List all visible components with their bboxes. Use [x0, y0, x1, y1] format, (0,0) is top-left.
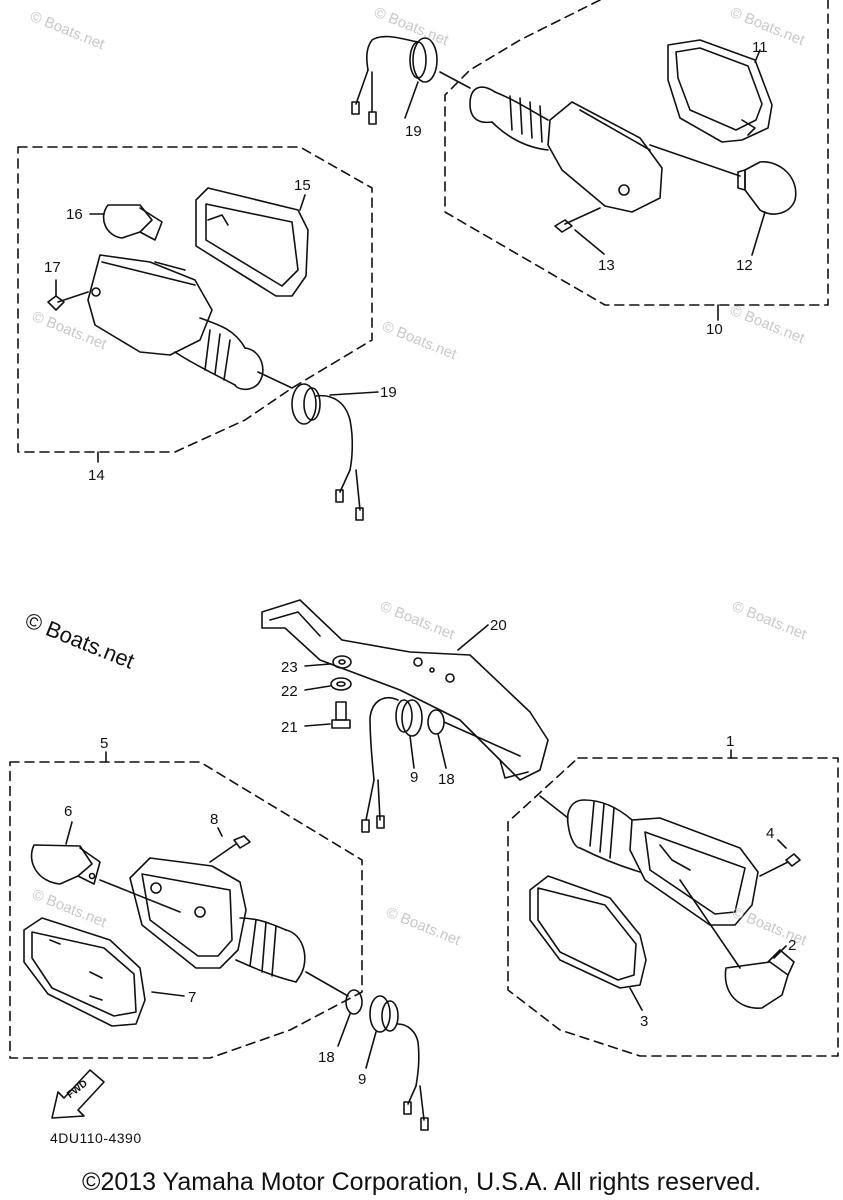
- callout-10: 10: [706, 321, 723, 338]
- callout-2: 2: [788, 937, 797, 954]
- leader-8: [217, 827, 223, 837]
- part-15-lens: [195, 187, 309, 297]
- copyright-notice: ©2013 Yamaha Motor Corporation, U.S.A. A…: [82, 1168, 761, 1196]
- part-18-nut-left: [345, 989, 363, 1015]
- part-13-screw: [554, 207, 601, 233]
- callout-7: 7: [188, 989, 197, 1006]
- callout-23: 23: [281, 659, 298, 676]
- part-12-bulb: [737, 161, 797, 215]
- callout-15: 15: [294, 177, 311, 194]
- leader-9-left: [365, 1031, 377, 1069]
- part-6-bulb: [30, 844, 101, 885]
- callout-20: 20: [490, 617, 507, 634]
- leader-21: [304, 723, 331, 727]
- callout-19-left: 19: [380, 384, 397, 401]
- callout-4: 4: [766, 825, 775, 842]
- leader-12: [751, 211, 766, 256]
- callout-18-left: 18: [318, 1049, 335, 1066]
- leader-3: [629, 987, 643, 1011]
- callout-8: 8: [210, 811, 219, 828]
- leader-4: [777, 839, 787, 849]
- callout-6: 6: [64, 803, 73, 820]
- callout-13: 13: [598, 257, 615, 274]
- drawing-code: 4DU110-4390: [50, 1130, 142, 1146]
- leader-22: [304, 685, 331, 691]
- part-19-grommet-top: [351, 35, 438, 125]
- leader-20: [457, 624, 489, 651]
- callout-16: 16: [66, 206, 83, 223]
- leader-19-left: [329, 391, 379, 396]
- callout-9-center: 9: [410, 769, 419, 786]
- leader-18-left: [337, 1013, 351, 1047]
- bulb-6-guide: [99, 879, 181, 913]
- part-10-turn-signal-housing: [439, 71, 663, 213]
- bulb-12-guide: [649, 144, 741, 177]
- assembly-14-outline: [17, 146, 373, 453]
- part-14-turn-signal-housing: [87, 254, 293, 391]
- part-3-lens: [529, 875, 647, 989]
- part-1-turn-signal-housing: [539, 795, 759, 926]
- callout-1: 1: [726, 733, 735, 750]
- leader-15: [299, 194, 306, 211]
- part-4-screw: [759, 853, 801, 877]
- leader-7: [151, 991, 185, 997]
- part-7-lens: [23, 917, 146, 1027]
- fwd-arrow-icon: [51, 1069, 105, 1119]
- part-19-grommet-left: [291, 383, 364, 521]
- callout-19-top: 19: [405, 123, 422, 140]
- callout-12: 12: [736, 257, 753, 274]
- part-16-bulb: [102, 204, 163, 241]
- part-18-nut-center: [427, 709, 521, 757]
- assembly-5-outline: [9, 761, 363, 1059]
- callout-21: 21: [281, 719, 298, 736]
- part-17-screw: [47, 291, 89, 311]
- callout-9-left: 9: [358, 1071, 367, 1088]
- leader-11: [754, 49, 761, 63]
- bulb-2-guide: [679, 879, 741, 969]
- part-9-grommet-left: [369, 995, 429, 1131]
- assembly-10-outline: [444, 0, 829, 306]
- part-11-lens-cover: [667, 39, 773, 143]
- callout-5: 5: [100, 735, 109, 752]
- leader-18-center: [437, 733, 447, 769]
- callout-17: 17: [44, 259, 61, 276]
- part-23-washer: [332, 655, 352, 669]
- leader-9-center: [409, 735, 415, 769]
- part-20-bracket: [261, 599, 549, 781]
- leader-6: [65, 821, 73, 845]
- callout-18-center: 18: [438, 771, 455, 788]
- callout-3: 3: [640, 1013, 649, 1030]
- part-22-washer: [330, 677, 352, 691]
- callout-22: 22: [281, 683, 298, 700]
- callout-11: 11: [752, 39, 768, 56]
- part-9-grommet-center: [361, 696, 423, 833]
- part-5-turn-signal-housing: [129, 857, 349, 997]
- part-2-bulb: [724, 949, 795, 1009]
- leader-23: [304, 663, 331, 667]
- callout-14: 14: [88, 467, 105, 484]
- assembly-1-outline: [507, 757, 839, 1057]
- leader-19-top: [404, 81, 419, 119]
- leader-13: [574, 229, 605, 255]
- leader-2: [773, 945, 787, 959]
- part-8-screw: [209, 835, 251, 863]
- part-21-bolt: [331, 701, 351, 729]
